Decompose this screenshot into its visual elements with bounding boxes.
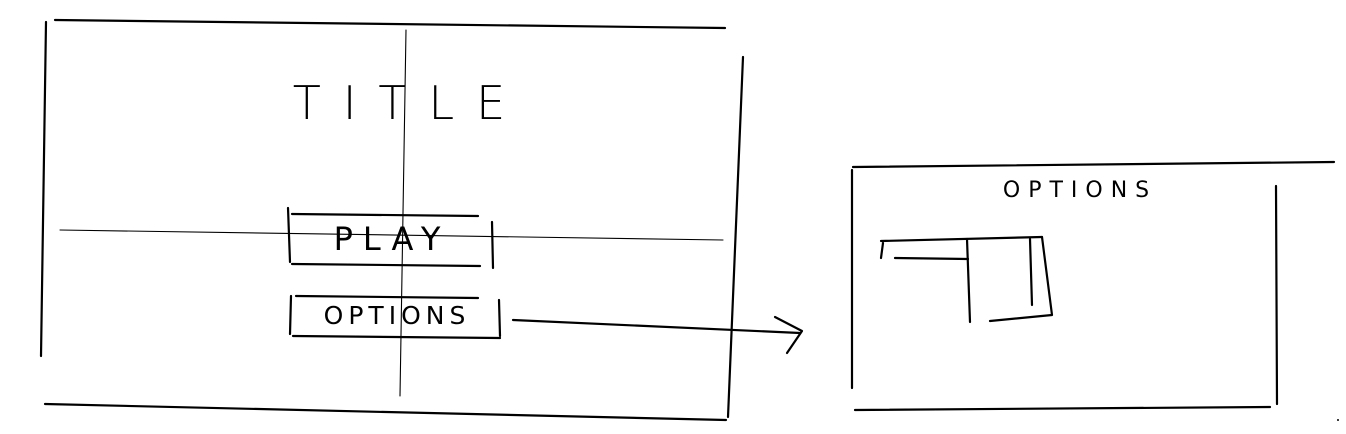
options-screen-title: OPTIONS [1002,178,1158,203]
play-button-box [286,206,495,270]
options-button-box [288,294,502,340]
center-guides [59,29,724,397]
arrow-right-icon [511,315,804,355]
stray-dot [1337,419,1339,421]
options-widget-placeholder [879,235,1054,324]
play-button-label: PLAY [333,220,451,258]
main-menu-frame [39,18,745,422]
main-menu-title: TITLE [292,76,528,130]
options-button[interactable] [290,294,502,338]
options-screen-frame [850,160,1336,412]
play-button[interactable] [288,212,494,268]
options-button-label: OPTIONS [323,301,471,330]
